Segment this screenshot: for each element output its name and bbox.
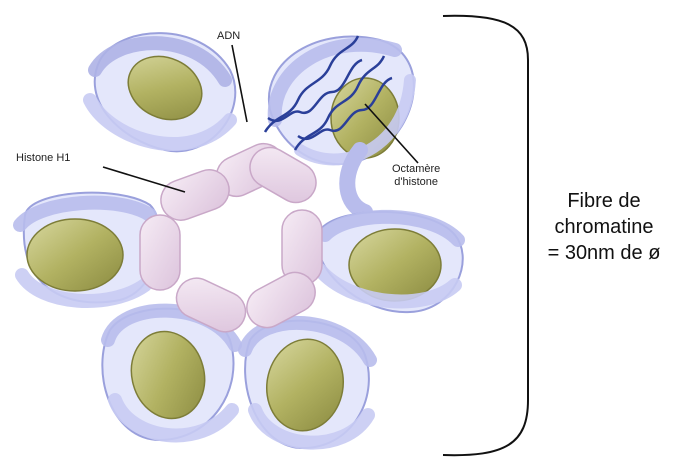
label-fibre-line1: Fibre de xyxy=(535,188,673,214)
nucleosome-left xyxy=(20,193,160,303)
label-fibre-line2: chromatine xyxy=(535,214,673,240)
histone-octamer-cylinder xyxy=(27,219,123,291)
label-fibre-chromatine: Fibre de chromatine = 30nm de ø xyxy=(535,188,673,266)
histone-h1-capsule xyxy=(140,215,180,290)
nucleosome-top-left xyxy=(90,33,235,151)
label-octamere-line2: d'histone xyxy=(392,176,440,189)
histone-h1-leader-line xyxy=(103,167,185,192)
nucleosome-right xyxy=(317,212,462,312)
label-adn: ADN xyxy=(217,30,240,43)
label-octamere-line1: Octamère xyxy=(392,163,440,176)
nucleosome-bottom-right xyxy=(245,321,370,448)
label-fibre-line3: = 30nm de ø xyxy=(535,240,673,266)
label-histone-h1: Histone H1 xyxy=(16,152,70,165)
label-octamere: Octamère d'histone xyxy=(392,163,440,189)
